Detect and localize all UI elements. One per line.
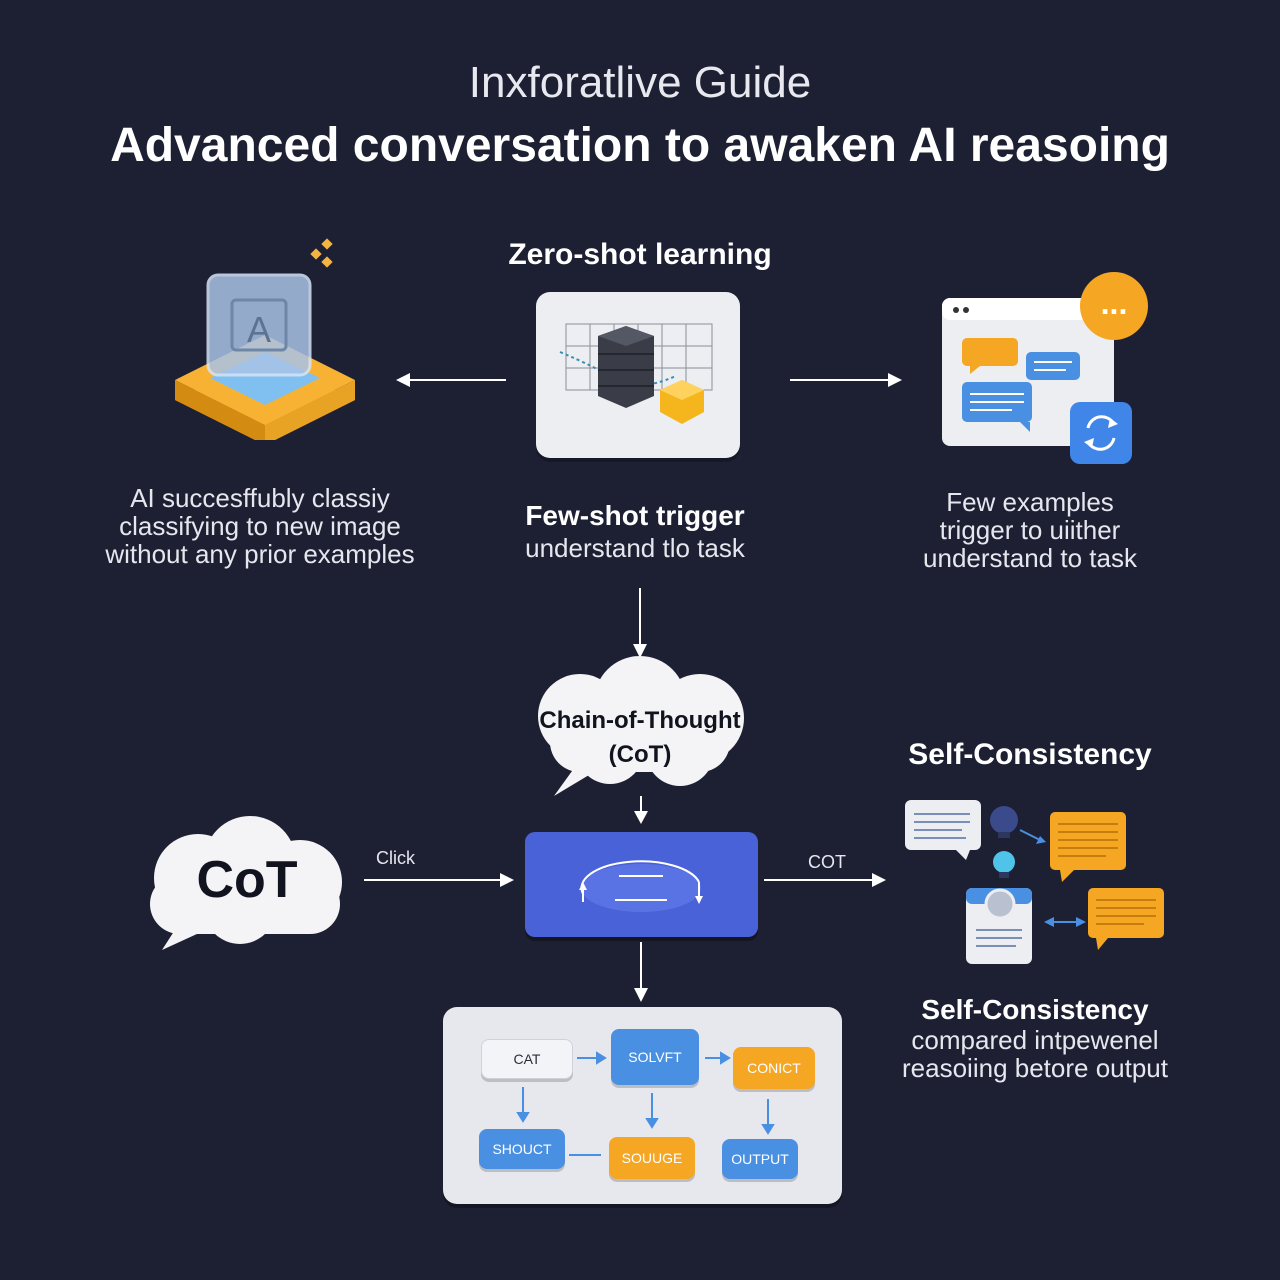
zero-shot-heading: Zero-shot learning: [508, 238, 772, 271]
cycle-icon: [579, 860, 703, 912]
flow-node-souuge: SOUUGE: [609, 1137, 695, 1179]
cot-cloud-line-1: Chain-of-Thought: [539, 707, 741, 734]
cot-big-cloud: [150, 816, 342, 950]
arrow-left: [396, 373, 506, 387]
left-line-3: without any prior examples: [105, 539, 415, 569]
sparkle-icon: [310, 238, 333, 268]
arrow-down-process: [634, 796, 648, 824]
click-label: Click: [376, 848, 415, 868]
few-shot-caption: Few-shot trigger understand tlo task: [460, 500, 810, 562]
arrow-click: [364, 873, 514, 887]
left-panel-caption: AI succesffubly classiy classifying to n…: [80, 484, 440, 568]
flow-node-cat: CAT: [481, 1039, 573, 1079]
self-consistency-caption: Self-Consistency compared intpewenel rea…: [860, 994, 1210, 1082]
arrow-cot: [764, 873, 886, 887]
left-line-2: classifying to new image: [119, 511, 401, 541]
guide-subtitle: Inxforatlive Guide: [468, 58, 812, 107]
self-consistency-icon: [905, 800, 1164, 964]
self-consistency-line-2: reasoiing betore output: [902, 1053, 1168, 1083]
right-line-1: Few examples: [946, 487, 1114, 517]
zero-shot-card: [536, 292, 740, 458]
few-shot-body: understand tlo task: [525, 533, 745, 563]
arrow-right: [790, 373, 902, 387]
arrow-down-cot: [633, 588, 647, 658]
self-consistency-line-1: compared intpewenel: [911, 1025, 1159, 1055]
guide-title: Advanced conversation to awaken AI reaso…: [110, 119, 1170, 172]
chat-dots: ...: [1101, 285, 1128, 321]
self-consistency-heading: Self-Consistency: [908, 738, 1152, 771]
flow-node-shouct: SHOUCT: [479, 1129, 565, 1169]
cot-cloud-line-2: (CoT): [608, 741, 672, 768]
arrow-down-flow: [634, 942, 648, 1002]
server-cube-icon: [559, 323, 713, 424]
cot-cloud-label: Chain-of-Thought (CoT): [520, 704, 760, 772]
left-line-1: AI succesffubly classiy: [130, 483, 390, 513]
cot-thought-cloud: [538, 656, 744, 796]
right-line-2: trigger to uiither: [939, 515, 1121, 545]
self-consistency-caption-heading: Self-Consistency: [921, 994, 1149, 1025]
right-line-3: understand to task: [923, 543, 1137, 573]
flow-node-output: OUTPUT: [722, 1139, 798, 1179]
cot-big-label: CoT: [196, 851, 298, 909]
ai-letter: A: [247, 309, 271, 350]
few-shot-heading: Few-shot trigger: [525, 500, 745, 531]
flow-node-solvt: SOLVFT: [611, 1029, 699, 1085]
flow-connectors: [516, 1051, 775, 1156]
ai-tile-icon: A: [175, 238, 355, 440]
flow-node-conict: CONICT: [733, 1047, 815, 1089]
process-box: [525, 832, 758, 937]
chat-window-icon: ...: [942, 272, 1148, 464]
cot-arrow-label: COT: [808, 852, 846, 872]
right-panel-caption: Few examples trigger to uiither understa…: [870, 488, 1190, 572]
flow-panel: CAT SOLVFT CONICT SHOUCT SOUUGE OUTPUT: [443, 1007, 842, 1204]
